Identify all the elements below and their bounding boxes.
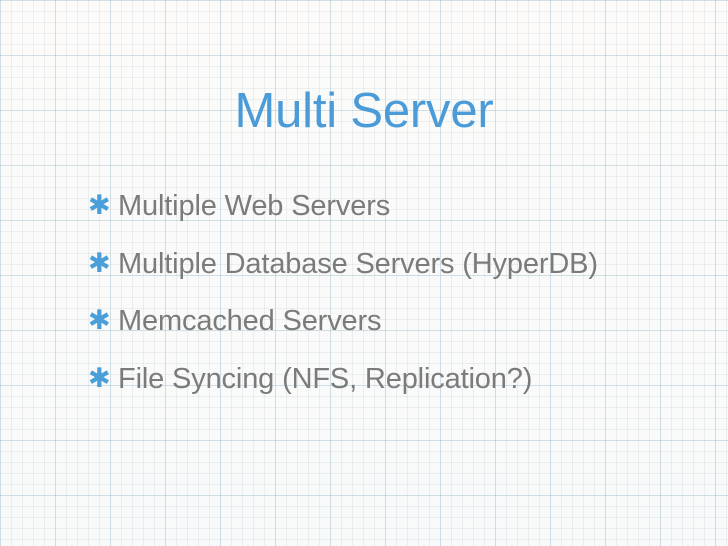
list-item: ✱ Multiple Database Servers (HyperDB)	[88, 236, 688, 294]
list-item: ✱ Multiple Web Servers	[88, 178, 688, 236]
asterisk-bullet-icon: ✱	[88, 305, 111, 336]
list-item-label: File Syncing (NFS, Replication?)	[118, 362, 533, 395]
bullet-list: ✱ Multiple Web Servers ✱ Multiple Databa…	[88, 178, 688, 408]
asterisk-bullet-icon: ✱	[88, 362, 111, 393]
slide-title: Multi Server	[234, 83, 494, 138]
list-item-label: Multiple Database Servers (HyperDB)	[118, 247, 598, 280]
asterisk-bullet-icon: ✱	[88, 190, 111, 221]
list-item-label: Multiple Web Servers	[118, 190, 391, 223]
list-item: ✱ Memcached Servers	[88, 293, 688, 351]
list-item: ✱ File Syncing (NFS, Replication?)	[88, 351, 688, 409]
list-item-label: Memcached Servers	[118, 305, 382, 338]
asterisk-bullet-icon: ✱	[88, 247, 111, 278]
